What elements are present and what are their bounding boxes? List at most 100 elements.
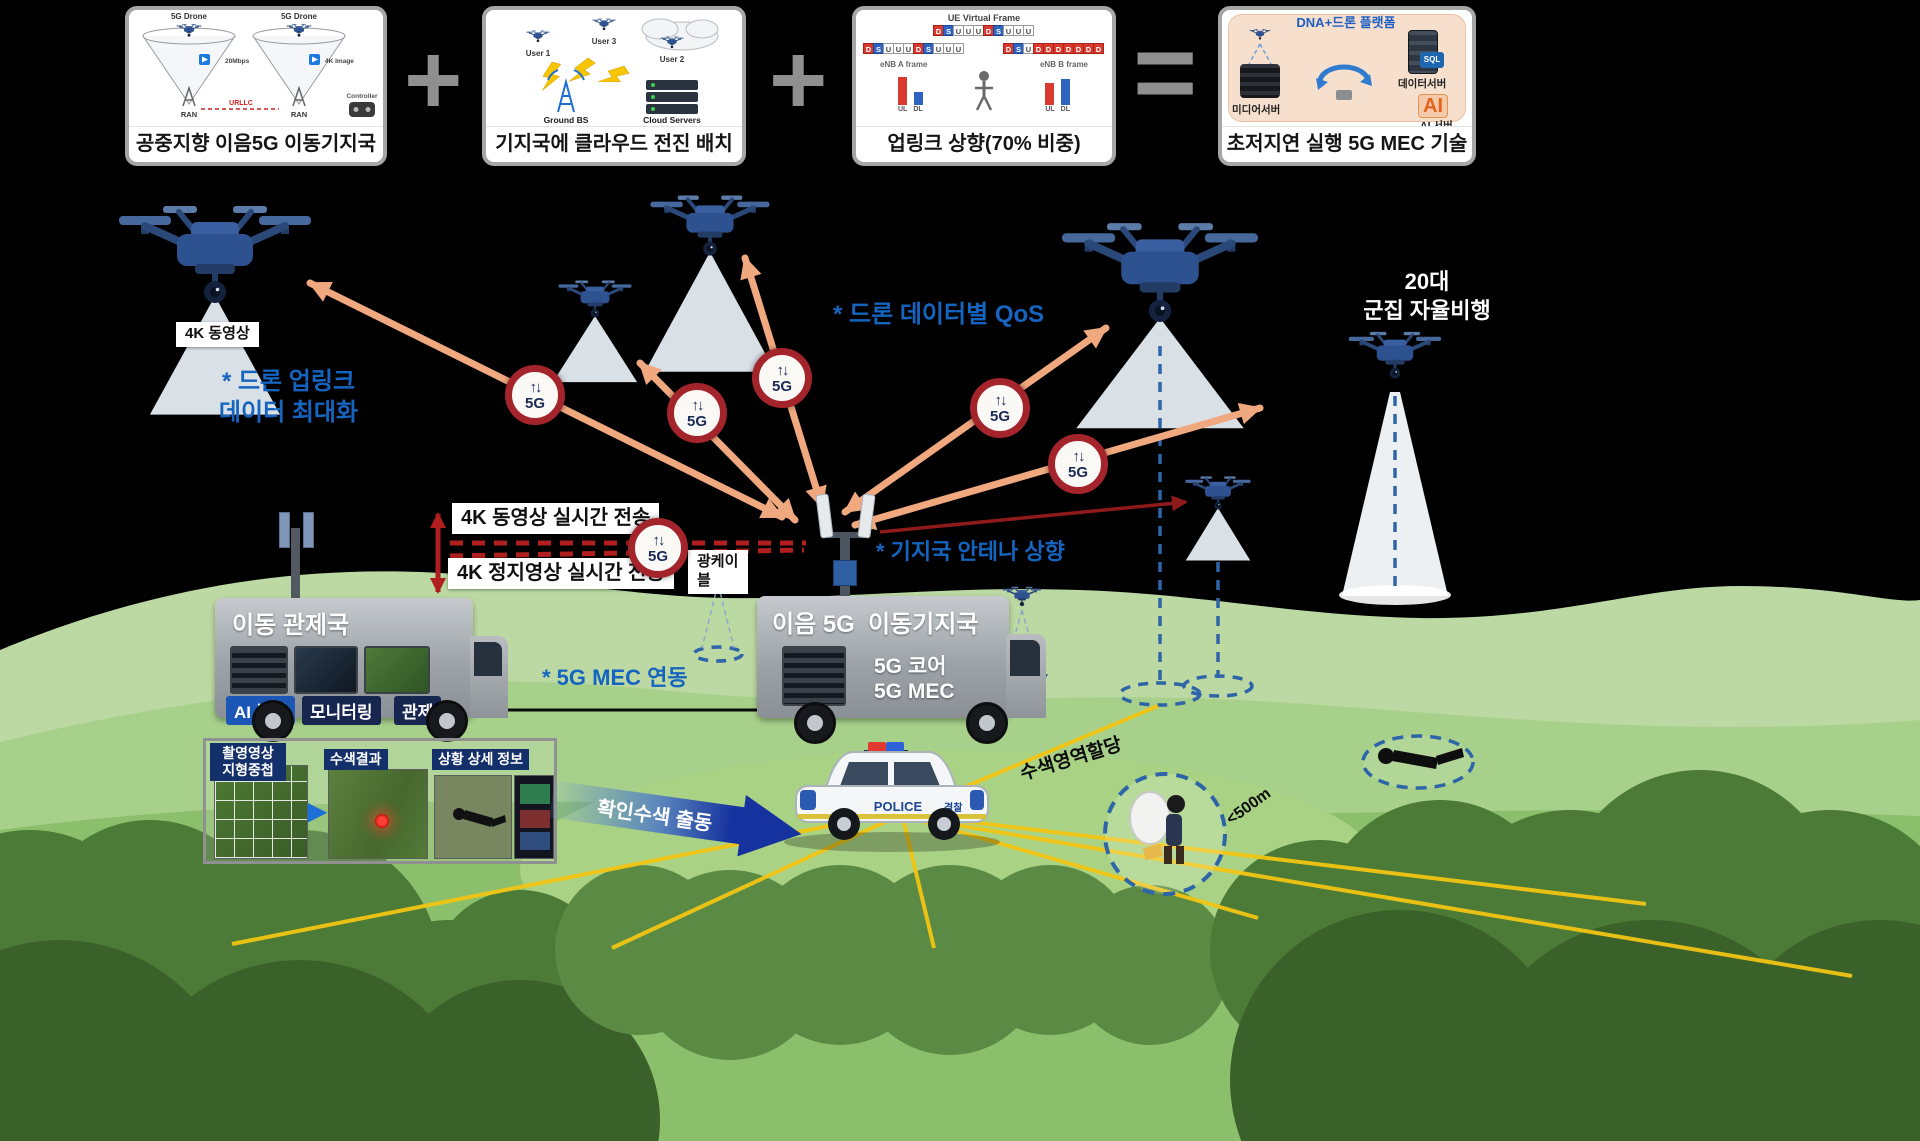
panel2-user2-label: User 2 [660,55,685,64]
uplink-max-note: * 드론 업링크 데이터 최대화 [196,366,381,428]
ai-server-label: AI 서버 [1420,120,1453,126]
swarm-line2: 군집 자율비행 [1363,297,1491,323]
bs-van-title-1: 이음 5G [772,611,855,638]
updown-arrows-icon: ↑↓ [776,361,790,379]
panel1-caption: 공중지향 이음5G 이동기지국 [129,126,383,162]
police-car: POLICE 경찰 [784,742,1000,852]
badge-5g-2: ↑↓5G [667,383,727,443]
enb-b-bars: UL DL [1045,79,1070,113]
drone-small-mid [557,278,633,319]
mini-window [520,810,550,828]
control-van-title: 이동 관제국 [232,612,350,639]
bs-radio-unit-icon [833,560,857,586]
ul-label: UL [898,106,908,113]
ue-virtual-frame-title: UE Virtual Frame [947,13,1021,23]
panel-5g-mec: DNA+드론 플랫폼 미디어서버 SQL 데이터서버 AI AI 서버 초저지연… [1218,6,1476,166]
antenna-panel-icon [303,512,314,548]
evidence-panel: 촬영영상 지형중첩 ▶ 수색결과 상황 상세 정보 [203,738,557,864]
uplink-max-line1: * 드론 업링크 [221,368,356,395]
panel2-cloud-label: Cloud Servers [643,115,701,125]
panel1-svg: 5G Drone 5G Drone 20Mbps 4K Image RAN RA… [142,12,378,119]
optical-cable-label: 광케이블 [688,550,748,594]
frame-cell: D [1093,43,1104,54]
panel1-figure: 5G Drone 5G Drone 20Mbps 4K Image RAN RA… [129,10,383,126]
monitoring-label: 모니터링 [302,696,381,725]
panel1-drone2-label: 5G Drone [281,12,318,21]
server-rack-icon [230,646,288,694]
panel1-rate-label: 20Mbps [225,58,250,65]
badge-5g-label: 5G [771,377,792,395]
5g-mec-label: 5G MEC [874,680,955,703]
badge-5g-5: ↑↓5G [1048,434,1108,494]
panel1-drone1-label: 5G Drone [171,12,208,21]
badge-5g-label: 5G [524,394,545,412]
police-label: POLICE [874,799,923,814]
cycle-arrows-icon [1316,64,1372,100]
antenna-up-note: * 기지국 안테나 상향 [876,539,1065,564]
panel2-caption: 기지국에 클라우드 전진 배치 [486,126,742,162]
drone-small-right [1183,474,1253,511]
4k-video-tag: 4K 동영상 [176,322,259,347]
person-photo-thumbnail [434,775,512,859]
control-van-mast [291,528,300,604]
panel2-figure: User 1 User 3 User 2 Ground BS Cloud Ser… [486,10,742,126]
plus-sign-1: + [404,24,463,136]
panel3-caption: 업링크 상향(70% 비중) [856,126,1112,162]
rt-video-label: 4K 동영상 실시간 전송 [452,503,660,534]
badge-5g-label: 5G [647,547,668,565]
mini-window [520,832,550,850]
panel4-caption: 초저지연 실행 5G MEC 기술 [1222,126,1472,162]
panel4-figure: DNA+드론 플랫폼 미디어서버 SQL 데이터서버 AI AI 서버 [1222,10,1472,126]
hiker [1103,772,1227,896]
cab-window [474,642,502,676]
panel2-svg: User 1 User 3 User 2 Ground BS Cloud Ser… [526,17,719,125]
updown-arrows-icon: ↑↓ [652,531,666,549]
ue-figure [975,71,993,111]
sql-badge: SQL [1420,52,1444,68]
media-server-label: 미디어서버 [1232,104,1281,116]
panel-cloud-forward: User 1 User 3 User 2 Ground BS Cloud Ser… [482,6,746,166]
mini-window [520,784,550,804]
swarm-line1: 20대 [1404,269,1450,294]
enb-b-label: eNB B frame [1039,60,1088,69]
badge-5g-3: ↑↓5G [752,348,812,408]
badge-5g-6: ↑↓5G [628,518,688,578]
panel1-controller-label: Controller [346,93,378,100]
bushes-center [555,865,1230,1060]
enb-a-label: eNB A frame [880,60,928,69]
badge-5g-1: ↑↓5G [505,365,565,425]
play-arrow-icon: ▶ [308,798,327,825]
media-server-icon [1240,64,1280,98]
frame-cell: U [1023,25,1034,36]
person-photo-figure [453,808,506,827]
server-rack-icon [782,646,846,706]
ul-label: UL [1045,106,1055,113]
bs-mast-crossbar [822,532,868,538]
bs-van-title-2: 이동기지국 [868,611,979,638]
control-map-screen [364,646,430,694]
dna-drone-platform-label: DNA+드론 플랫폼 [1296,15,1396,30]
panel2-user3-label: User 3 [592,37,617,46]
5g-core-label: 5G 코어 [874,655,947,678]
platform-drone [1247,28,1273,67]
badge-5g-label: 5G [686,412,707,430]
wheel [794,702,836,744]
data-server-label: 데이터서버 [1398,78,1447,90]
search-result-thumbnail [328,769,428,859]
mec-link-note: * 5G MEC 연동 [542,665,688,690]
bs-van-cab [1006,634,1046,718]
plus-sign-2: + [769,24,828,136]
capture-overlay-label: 촬영영상 지형중첩 [210,743,286,781]
panel1-image-label: 4K Image [325,58,354,65]
dl-label: DL [913,106,923,113]
updown-arrows-icon: ↑↓ [529,378,543,396]
uplink-max-line2: 데이터 최대화 [218,399,359,427]
wheel [426,700,468,742]
drone-top-center [650,195,769,255]
badge-5g-label: 5G [1067,463,1088,481]
swarm-note: 20대 군집 자율비행 [1352,268,1502,325]
